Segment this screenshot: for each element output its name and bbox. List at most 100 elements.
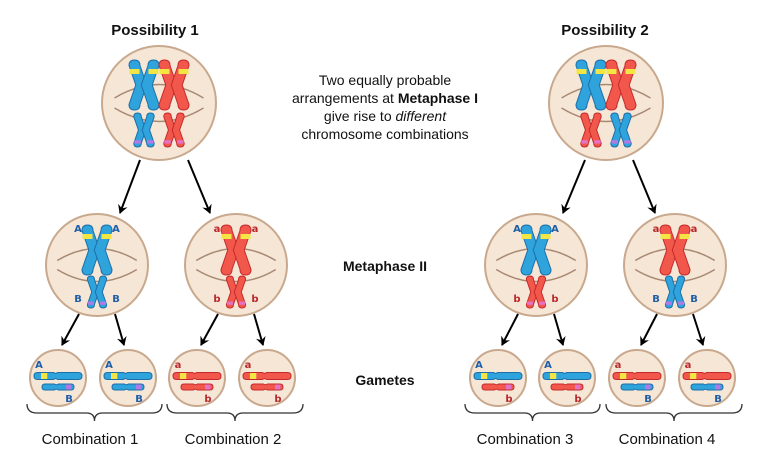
allele-label: B [644, 394, 652, 405]
allele-band [240, 234, 251, 239]
allele-band [177, 140, 184, 144]
spindle-fiber [561, 83, 651, 99]
brace-combination-3 [464, 403, 601, 422]
allele-band [87, 301, 94, 305]
chromatid-small [481, 383, 515, 391]
chromatid-small [690, 383, 724, 391]
chromatid-large [542, 372, 592, 380]
allele-band [679, 234, 690, 239]
allele-band [665, 301, 672, 305]
explanation-caption: Two equally probable arrangements at Met… [265, 71, 505, 143]
combination-3-label: Combination 3 [476, 431, 574, 448]
chromatid-large [682, 372, 732, 380]
gamete-4: ab [238, 349, 296, 407]
sister-chromatid [580, 112, 594, 148]
allele-band [526, 301, 533, 305]
allele-label: b [274, 394, 281, 405]
sister-chromatid [533, 275, 547, 309]
allele-label: B [74, 294, 82, 305]
allele-band [205, 384, 211, 390]
chromatid-large [103, 372, 153, 380]
allele-band [136, 384, 142, 390]
arrow [114, 313, 127, 346]
arrow [692, 313, 706, 346]
chromatid-large [242, 372, 292, 380]
arrow [640, 313, 658, 346]
allele-label: a [245, 360, 252, 371]
caption-line-1: Two equally probable [318, 72, 452, 88]
possibility-2-title: Possibility 2 [561, 22, 649, 39]
allele-label: b [251, 294, 258, 305]
cell-membrane [484, 213, 588, 317]
allele-band [660, 234, 671, 239]
allele-label: A [112, 224, 120, 235]
allele-band [180, 373, 187, 379]
allele-band [221, 234, 232, 239]
allele-label: a [252, 224, 259, 235]
caption-different: different [395, 108, 447, 124]
allele-label: A [551, 224, 559, 235]
sister-chromatid [86, 275, 100, 309]
allele-band [576, 69, 587, 74]
chromosome-large-red [605, 59, 637, 111]
sister-chromatid [610, 112, 624, 148]
chromosome-large-blue [575, 59, 607, 111]
chromosome-small [525, 275, 547, 309]
gamete-7: aB [608, 349, 666, 407]
allele-band [275, 384, 281, 390]
sister-chromatid [664, 275, 678, 309]
sister-chromatid [94, 275, 108, 309]
gamete-8: aB [678, 349, 736, 407]
spindle-fiber [56, 268, 138, 283]
allele-band [164, 140, 171, 144]
sister-chromatid [233, 275, 247, 309]
arrow [187, 159, 212, 214]
chromatid-large [172, 372, 222, 380]
allele-band [595, 69, 606, 74]
metaphase-i-cell-possibility-2 [548, 45, 664, 161]
arrow [632, 159, 657, 214]
allele-band [134, 140, 141, 144]
spindle-fiber [114, 107, 204, 123]
combination-4-label: Combination 4 [618, 431, 716, 448]
gamete-3: ab [168, 349, 226, 407]
allele-label: b [551, 294, 558, 305]
allele-band [129, 69, 140, 74]
allele-label: a [685, 360, 692, 371]
gamete-5: Ab [469, 349, 527, 407]
allele-band [678, 301, 685, 305]
allele-band [506, 384, 512, 390]
sister-chromatid [171, 112, 185, 148]
allele-label: B [690, 294, 698, 305]
chromosome-small-blue [610, 112, 632, 148]
allele-band [594, 140, 601, 144]
allele-band [690, 373, 697, 379]
chromosome-large [81, 224, 113, 276]
allele-band [148, 69, 159, 74]
allele-label: B [65, 394, 73, 405]
allele-label: a [214, 224, 221, 235]
allele-label: B [135, 394, 143, 405]
allele-label: A [74, 224, 82, 235]
combination-1-label: Combination 1 [41, 431, 139, 448]
allele-label: b [213, 294, 220, 305]
allele-band [147, 140, 154, 144]
allele-band [101, 234, 112, 239]
allele-band [111, 373, 118, 379]
chromosome-large-red [158, 59, 190, 111]
allele-label: a [175, 360, 182, 371]
brace-combination-1 [26, 403, 163, 422]
allele-label: a [615, 360, 622, 371]
allele-band [250, 373, 257, 379]
caption-line-4: chromosome combinations [301, 126, 469, 142]
allele-label: A [544, 360, 552, 371]
allele-band [41, 373, 48, 379]
sister-chromatid [141, 112, 155, 148]
allele-label: A [35, 360, 43, 371]
allele-label: a [691, 224, 698, 235]
allele-band [620, 373, 627, 379]
arrow [501, 313, 519, 346]
